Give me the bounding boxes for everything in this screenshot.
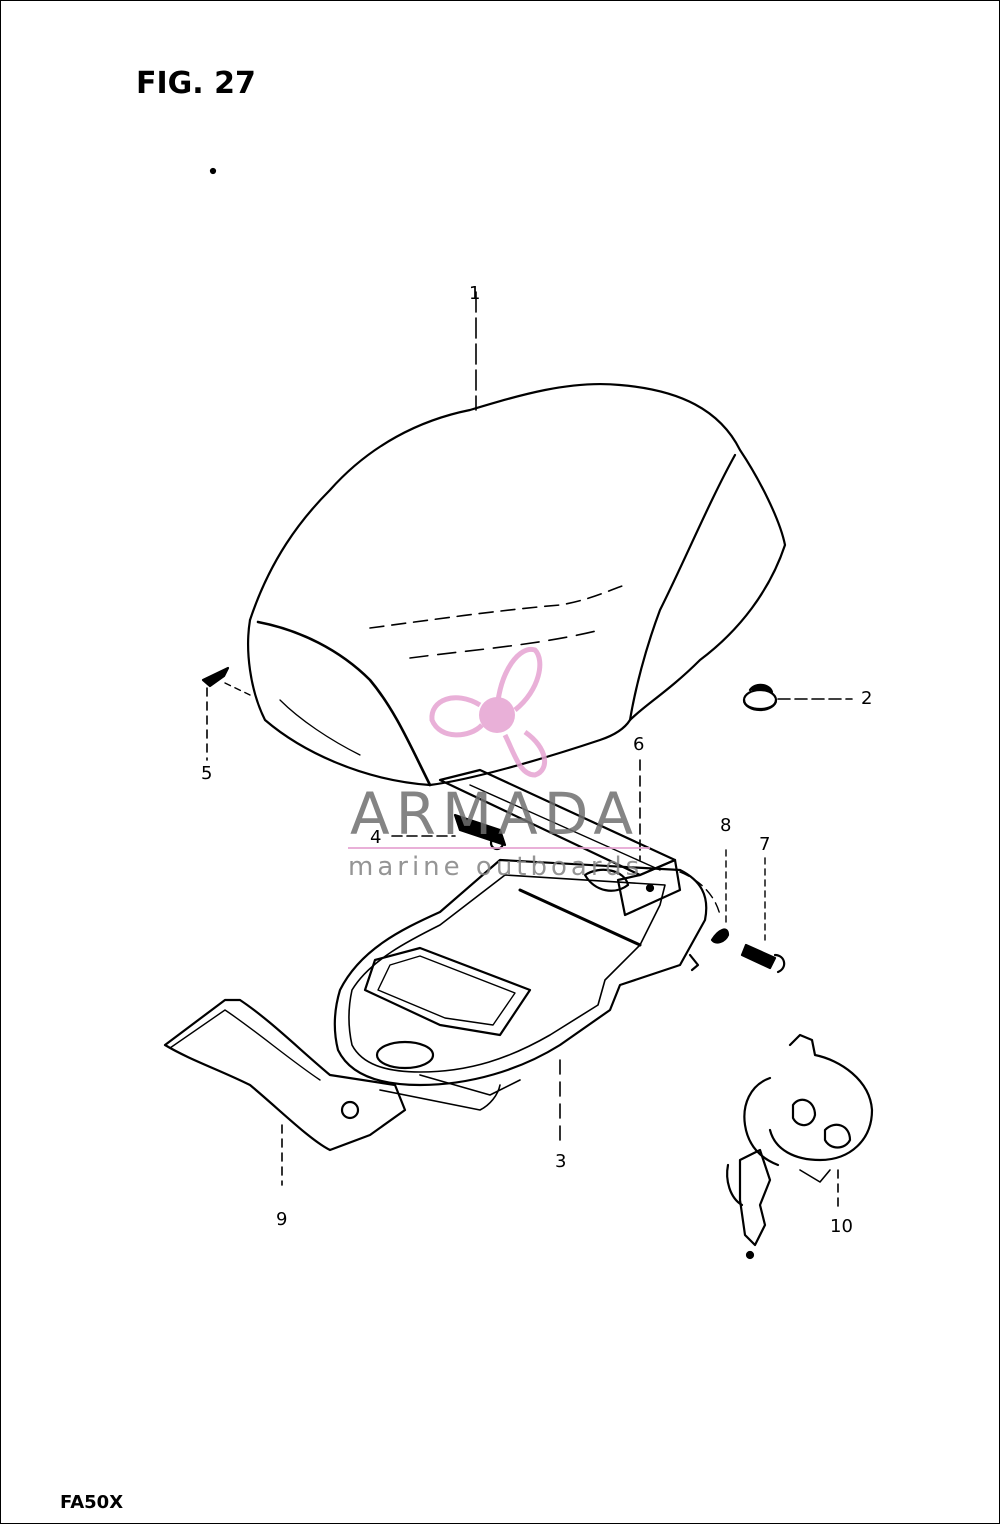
callout-5: 5 [201, 763, 213, 784]
callout-9: 9 [276, 1209, 288, 1230]
callout-2: 2 [861, 688, 873, 709]
callout-7: 7 [759, 834, 771, 855]
part-grommet [742, 683, 778, 712]
part-seat [247, 382, 787, 787]
part-lock-key-set [726, 1033, 874, 1260]
callout-6: 6 [633, 734, 645, 755]
part-trim-panel [163, 998, 501, 1152]
callout-8: 8 [720, 815, 732, 836]
callout-4: 4 [370, 827, 382, 848]
callout-1: 1 [469, 283, 481, 304]
figure-title: FIG. 27 [136, 66, 256, 101]
part-8-arc [679, 871, 721, 916]
watermark-brand: ARMADA [350, 780, 640, 848]
model-code: FA50X [60, 1492, 124, 1513]
leader-line-5b [224, 682, 251, 696]
watermark-tagline: marine outboards [348, 852, 644, 882]
stray-dot [209, 167, 217, 175]
part-clip [201, 666, 230, 688]
callout-3: 3 [555, 1151, 567, 1172]
watermark-propeller-logo [348, 646, 650, 849]
part-seat-base [333, 858, 730, 1096]
part-bolt [740, 943, 786, 974]
part-latch [438, 768, 682, 917]
callout-10: 10 [830, 1216, 853, 1237]
